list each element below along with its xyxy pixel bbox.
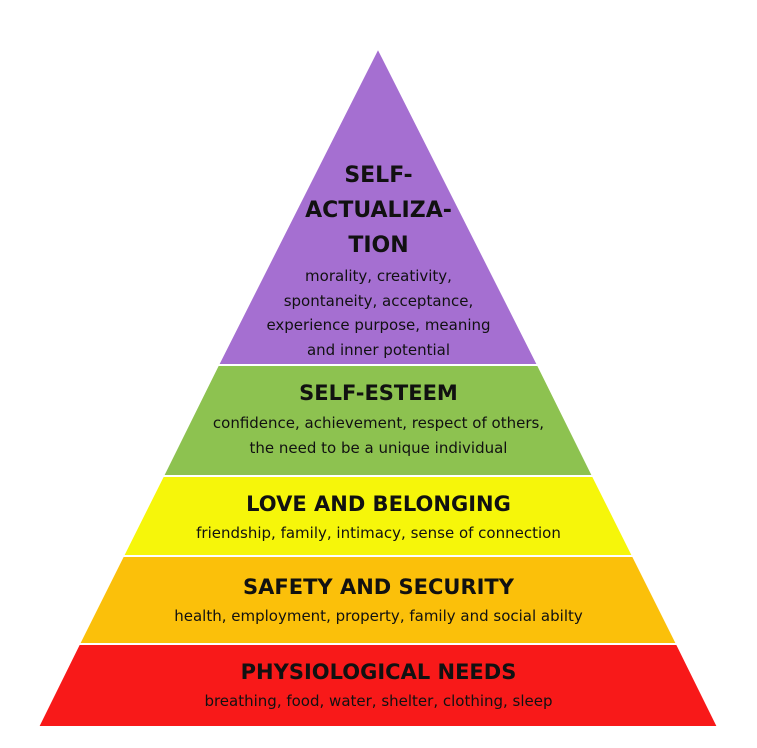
tier-love-belonging-description: friendship, family, intimacy, sense of c…: [196, 524, 561, 542]
tier-self-actualization-description: morality, creativity, spontaneity, accep…: [266, 267, 491, 359]
tier-self-actualization: SELF- ACTUALIZA- TION morality, creativi…: [0, 158, 757, 362]
tier-physiological-description: breathing, food, water, shelter, clothin…: [204, 692, 553, 710]
tier-love-belonging-title: LOVE AND BELONGING: [246, 492, 511, 516]
tier-physiological: PHYSIOLOGICAL NEEDS breathing, food, wat…: [0, 659, 757, 713]
tier-self-esteem: SELF-ESTEEM confidence, achievement, res…: [0, 380, 757, 461]
tier-safety-security-title: SAFETY AND SECURITY: [243, 575, 514, 599]
tier-safety-security: SAFETY AND SECURITY health, employment, …: [0, 574, 757, 628]
tier-safety-security-description: health, employment, property, family and…: [174, 607, 583, 625]
tier-self-esteem-description: confidence, achievement, respect of othe…: [212, 414, 545, 457]
tier-physiological-shape: [36, 643, 720, 728]
tier-physiological-title: PHYSIOLOGICAL NEEDS: [240, 660, 517, 684]
tier-self-actualization-title: SELF- ACTUALIZA- TION: [305, 163, 452, 258]
tier-love-belonging: LOVE AND BELONGING friendship, family, i…: [0, 491, 757, 545]
tier-self-esteem-title: SELF-ESTEEM: [299, 381, 458, 405]
